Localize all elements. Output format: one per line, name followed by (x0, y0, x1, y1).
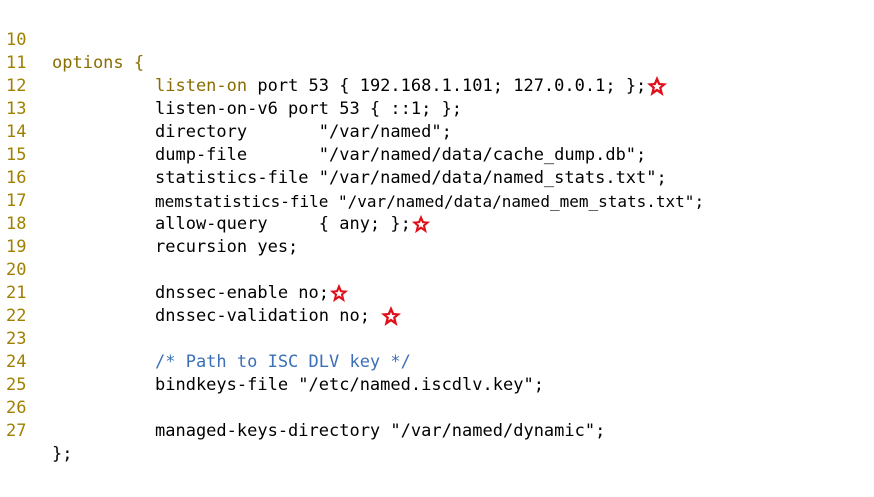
code-rest: dnssec-enable no; (155, 283, 329, 303)
code-line: 20 dnssec-enable no; (0, 236, 349, 303)
code-rest: dnssec-validation no; (155, 306, 370, 326)
line-number: 16 (6, 168, 27, 188)
code-text: listen-on-v6 port 53 { ::1; }; (155, 99, 463, 119)
code-text: recursion yes; (155, 237, 299, 257)
code-line: 24 bindkeys-file "/etc/named.iscdlv.key"… (0, 328, 544, 395)
code-line: 26 managed-keys-directory "/var/named/dy… (0, 374, 605, 441)
line-number: 17 (6, 191, 27, 211)
code-text: }; (52, 444, 73, 464)
code-text: bindkeys-file "/etc/named.iscdlv.key"; (155, 375, 544, 395)
code-text: directory "/var/named"; (155, 122, 452, 142)
code-rest: allow-query { any; }; (155, 214, 411, 234)
code-comment: /* Path to ISC DLV key */ (155, 352, 411, 372)
code-line: 16 memstatistics-file "/var/named/data/n… (0, 144, 704, 211)
code-text: dnssec-validation no; (155, 305, 402, 328)
code-rest: port 53 { 192.168.1.101; 127.0.0.1; }; (247, 76, 647, 96)
code-line: 19 (0, 213, 41, 257)
code-text: listen-on port 53 { 192.168.1.101; 127.0… (155, 75, 668, 98)
code-line: 14 dump-file "/var/named/data/cache_dump… (0, 98, 646, 165)
line-number: 26 (6, 398, 27, 418)
code-text: options { (52, 52, 144, 75)
line-number: 23 (6, 329, 27, 349)
line-number: 20 (6, 260, 27, 280)
code-line: 18 recursion yes; (0, 190, 298, 257)
code-line: 27 }; (0, 397, 72, 464)
line-number: 19 (6, 237, 27, 257)
keyword-listen-on: listen-on (155, 76, 248, 96)
code-line: 12 listen-on-v6 port 53 { ::1; }; (0, 52, 462, 119)
code-line: 13 directory "/var/named"; (0, 75, 452, 142)
line-number: 24 (6, 352, 27, 372)
code-text: managed-keys-directory "/var/named/dynam… (155, 421, 606, 441)
line-number: 27 (6, 421, 27, 441)
code-text: allow-query { any; }; (155, 213, 431, 236)
line-number: 18 (6, 214, 27, 234)
line-number: 13 (6, 99, 27, 119)
code-text: statistics-file "/var/named/data/named_s… (155, 168, 667, 188)
code-line: 17 allow-query { any; }; (0, 167, 430, 234)
line-number: 21 (6, 283, 27, 303)
line-number: 22 (6, 306, 27, 326)
code-line: 23 /* Path to ISC DLV key */ (0, 305, 411, 372)
line-number: 14 (6, 122, 27, 142)
code-line: 15 statistics-file "/var/named/data/name… (0, 121, 667, 188)
star-marker-icon (380, 305, 402, 327)
line-number: 25 (6, 375, 27, 395)
code-line: 10 options { (0, 6, 144, 73)
star-marker-icon (646, 75, 668, 97)
code-text: dump-file "/var/named/data/cache_dump.db… (155, 145, 647, 165)
code-line: 11 listen-on port 53 { 192.168.1.101; 12… (0, 29, 668, 96)
line-number: 11 (6, 53, 27, 73)
line-number: 15 (6, 145, 27, 165)
line-number: 12 (6, 76, 27, 96)
line-number: 10 (6, 30, 27, 50)
code-line: 22 (0, 282, 41, 326)
code-line: 25 (0, 351, 41, 395)
code-text: dnssec-enable no; (155, 282, 349, 305)
keyword-options: options { (52, 53, 145, 73)
star-marker-icon (329, 283, 349, 303)
code-line: 21 dnssec-validation no; (0, 259, 402, 326)
code-text: memstatistics-file "/var/named/data/name… (155, 192, 705, 211)
star-marker-icon (411, 214, 431, 234)
